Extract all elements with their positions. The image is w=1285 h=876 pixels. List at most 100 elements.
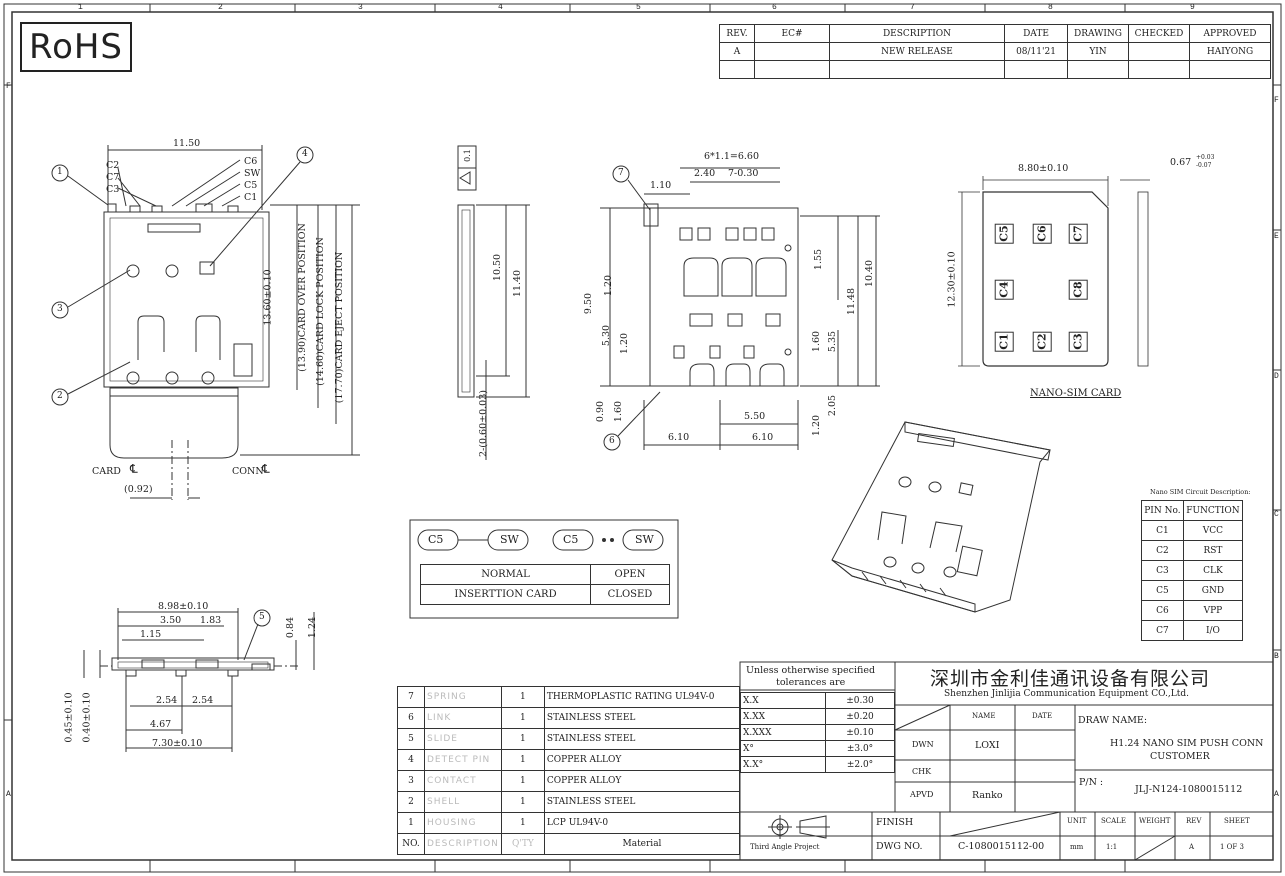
conn-label: CONN (232, 466, 264, 477)
pin-function: I/O (1182, 620, 1244, 641)
bom-no: 4 (397, 749, 425, 771)
tolerance-row: X.X±0.30 (740, 692, 895, 709)
title-block-frame (739, 661, 1274, 861)
sim-pad-c3: C3 (1068, 331, 1088, 352)
unit-value: mm (1070, 843, 1084, 851)
bom-description: HOUSING (424, 812, 502, 834)
pin-header-no: PIN No. (1141, 500, 1184, 521)
bom-header-no: NO. (397, 833, 425, 855)
bom-qty: 1 (500, 749, 545, 771)
dim-card-over: (13.90)CARD OVER POSITION (296, 223, 308, 372)
sheet-value: 1 OF 3 (1220, 843, 1244, 851)
callout-7: 7 (618, 168, 624, 178)
pcb-top-dim-1-10: 1.10 (650, 180, 672, 191)
tolerance-value: ±3.0° (825, 740, 895, 757)
rev-header-checked: CHECKED (1128, 24, 1190, 43)
switch-c5-label-b: C5 (563, 533, 579, 546)
bom-qty: 1 (500, 791, 545, 813)
bom-qty: 1 (500, 812, 545, 834)
tolerance-row: X.XXX±0.10 (740, 724, 895, 741)
bom-header-qty: Q'TY (500, 833, 545, 855)
pin-function: RST (1182, 540, 1244, 561)
sim-pad-c2: C2 (1032, 331, 1052, 352)
zone-label-right-a: A (1274, 790, 1279, 799)
pcb-top-dim-7-030: 7-0.30 (728, 168, 759, 179)
bom-no: 5 (397, 728, 425, 750)
rev-cell (754, 42, 830, 61)
revision-table: REV. EC# DESCRIPTION DATE DRAWING CHECKE… (719, 24, 1271, 79)
pin-header-row: PIN No. FUNCTION (1141, 500, 1244, 521)
pin-no: C7 (1141, 620, 1184, 641)
weight-label: WEIGHT (1139, 817, 1171, 825)
callout-2: 2 (57, 391, 63, 401)
switch-state: NORMAL (420, 564, 591, 585)
zone-label-left-f: F (6, 82, 11, 91)
bottom-dim-0-45: 0.45±0.10 (63, 692, 75, 743)
bottom-view (83, 608, 315, 752)
front-view (51, 145, 360, 500)
finish-label: FINISH (876, 817, 914, 828)
pcb-right-dim-1-60: 1.60 (811, 330, 823, 353)
bottom-dim-1-24: 1.24 (307, 616, 319, 639)
bottom-dim-2-54-b: 2.54 (192, 695, 214, 706)
pin-no: C5 (1141, 580, 1184, 601)
scale-label: SCALE (1101, 817, 1126, 825)
pcb-right-dim-2-05: 2.05 (827, 394, 839, 417)
zone-label-4: 4 (498, 3, 503, 12)
callout-1: 1 (57, 167, 63, 177)
bom-description: CONTACT (424, 770, 502, 792)
callout-4: 4 (302, 149, 308, 159)
tolerance-title-1: Unless otherwise specified (746, 665, 876, 676)
bom-material: THERMOPLASTIC RATING UL94V-0 (543, 686, 741, 708)
dim-card-lock: (14.60)CARD LOCK POSITION (314, 237, 326, 386)
card-label: CARD (92, 466, 121, 477)
chk-label: CHK (912, 767, 932, 776)
rev-header-drawing: DRAWING (1067, 24, 1129, 43)
bom-material: LCP UL94V-0 (543, 812, 741, 834)
pin-header-function: FUNCTION (1182, 500, 1244, 521)
bottom-dim-4-67: 4.67 (150, 719, 172, 730)
switch-diagram (409, 519, 679, 619)
rev-header-ec: EC# (754, 24, 830, 43)
pcb-left-dim-5-30: 5.30 (601, 324, 613, 347)
tolerance-format: X.X° (740, 756, 826, 773)
bom-no: 7 (397, 686, 425, 708)
switch-value: CLOSED (590, 584, 670, 605)
zone-label-7: 7 (910, 3, 915, 12)
sim-pad-c6: C6 (1032, 223, 1052, 244)
tolerance-value: ±0.20 (825, 708, 895, 725)
contact-label-c5: C5 (244, 180, 258, 191)
flatness-tolerance: 0.1 (462, 149, 472, 162)
bottom-dim-1-15: 1.15 (140, 629, 162, 640)
contact-label-c3: C3 (106, 184, 120, 195)
scale-value: 1:1 (1106, 843, 1118, 851)
pcb-left-dim-1-60: 1.60 (613, 400, 625, 423)
side-dim-10-50: 10.50 (492, 253, 504, 282)
nano-sim-card (958, 176, 1150, 367)
contact-label-c6: C6 (244, 156, 258, 167)
tolerance-format: X.XX (740, 708, 826, 725)
dwg-no-label: DWG NO. (876, 841, 923, 852)
dwn-label: DWN (912, 740, 934, 749)
dim-card-eject: (17.70)CARD EJECT POSITION (334, 251, 346, 404)
sim-height-dim: 12.30±0.10 (946, 251, 958, 308)
bom-qty: 1 (500, 770, 545, 792)
pin-table-caption: Nano SIM Circuit Description: (1150, 488, 1251, 496)
bottom-dim-3-50: 3.50 (160, 615, 182, 626)
side-view (457, 145, 530, 460)
sheet-label: SHEET (1224, 817, 1250, 825)
part-number: JLJ-N124-1080015112 (1135, 784, 1243, 795)
zone-label-right-c: C (1274, 510, 1279, 519)
sim-pad-c1: C1 (994, 331, 1014, 352)
zone-label-right-b: B (1274, 652, 1279, 661)
pcb-bottom-dim-6-10-a: 6.10 (668, 432, 690, 443)
tolerance-value: ±0.30 (825, 692, 895, 709)
